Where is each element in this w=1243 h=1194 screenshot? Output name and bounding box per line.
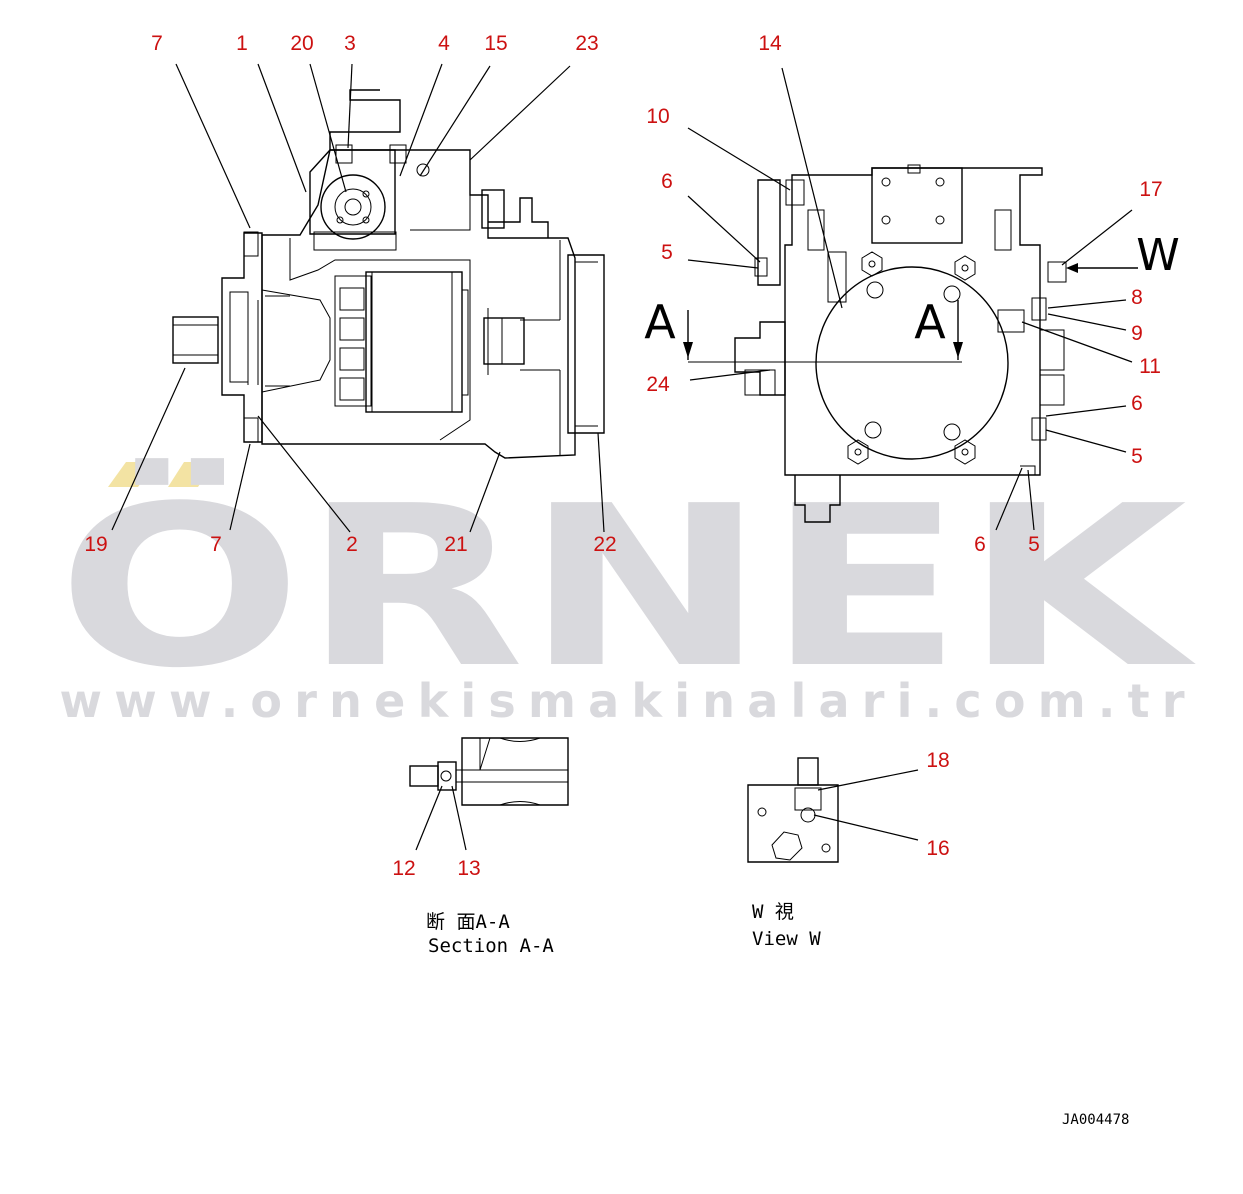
- callout-3: 3: [344, 32, 356, 55]
- callout-7-bottom: 7: [210, 533, 222, 556]
- watermark-umlaut-left: [108, 462, 156, 487]
- callout-6-bottom: 6: [974, 533, 986, 556]
- view-caption-jp: W 視: [752, 901, 794, 923]
- callout-24: 24: [646, 373, 670, 396]
- watermark-brand: ÖRNEK: [57, 458, 1196, 717]
- view-caption-en: View W: [752, 928, 821, 950]
- callout-15: 15: [484, 32, 507, 55]
- leader-lines: [111, 63, 1133, 851]
- section-mark-left: A: [644, 295, 676, 349]
- section-caption-en: Section A-A: [428, 935, 554, 957]
- section-mark-right: A: [914, 295, 946, 349]
- callout-10: 10: [646, 105, 669, 128]
- callout-8: 8: [1131, 286, 1143, 309]
- pump-end-view: A A W: [644, 164, 1180, 523]
- watermark-umlaut-right: [168, 462, 214, 487]
- callout-5-bottom: 5: [1028, 533, 1040, 556]
- view-arrow-label: W: [1136, 230, 1180, 281]
- watermark: ÖRNEK www.ornekismakinalari.com.tr: [57, 458, 1196, 728]
- section-caption-jp: 断 面A-A: [426, 911, 510, 933]
- callout-23: 23: [575, 32, 598, 55]
- callout-20: 20: [290, 32, 313, 55]
- callout-18: 18: [926, 749, 949, 772]
- callout-11: 11: [1139, 355, 1161, 378]
- callout-17: 17: [1139, 178, 1162, 201]
- section-a-a-detail: [409, 737, 569, 806]
- callout-6-left: 6: [661, 170, 673, 193]
- callout-21: 21: [444, 533, 467, 556]
- callout-9: 9: [1131, 322, 1143, 345]
- callout-12: 12: [392, 857, 415, 880]
- callout-4: 4: [438, 32, 450, 55]
- callout-7-top: 7: [151, 32, 163, 55]
- view-w-detail: [747, 757, 839, 863]
- callouts: 7 1 20 3 4 15 23 19 7 2 21 22 14 10 6 5 …: [84, 32, 1162, 880]
- callout-6-right: 6: [1131, 392, 1143, 415]
- drawing-code: JA004478: [1062, 1112, 1129, 1128]
- captions: 断 面A-A Section A-A W 視 View W JA004478: [426, 901, 1129, 1128]
- callout-16: 16: [926, 837, 949, 860]
- callout-14: 14: [758, 32, 782, 55]
- callout-22: 22: [593, 533, 616, 556]
- callout-5-right: 5: [1131, 445, 1143, 468]
- callout-13: 13: [457, 857, 480, 880]
- callout-5-left: 5: [661, 241, 673, 264]
- callout-1: 1: [236, 32, 248, 55]
- callout-19: 19: [84, 533, 107, 556]
- callout-2: 2: [346, 533, 358, 556]
- pump-side-view: [172, 89, 605, 459]
